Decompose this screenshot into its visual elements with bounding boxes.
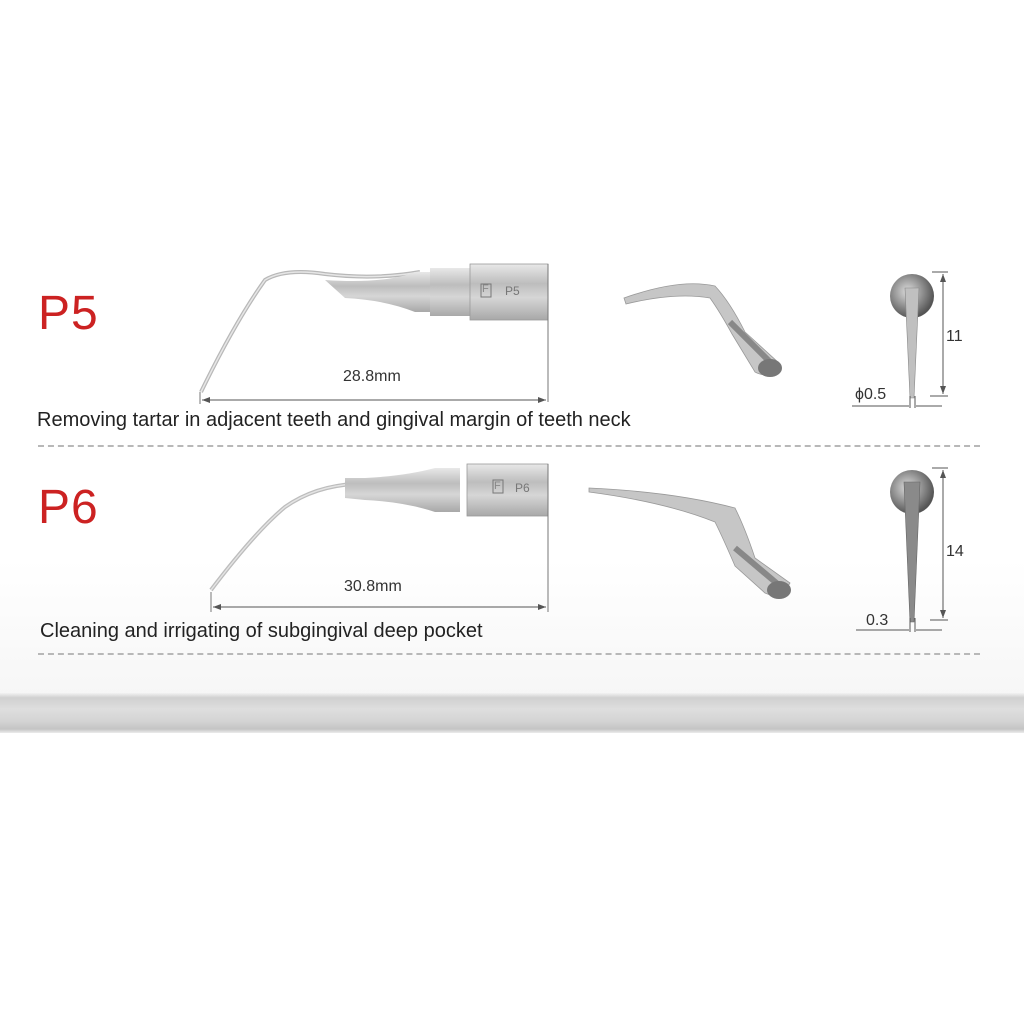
p6-tip-section-drawing (856, 467, 948, 632)
p5-description: Removing tartar in adjacent teeth and gi… (37, 409, 631, 431)
p5-tip-diameter: ϕ0.5 (855, 386, 887, 403)
p5-length-label: 28.8mm (343, 368, 401, 385)
p6-tip-diameter: 0.3 (866, 612, 889, 629)
p6-shank-marking: P6 (515, 481, 530, 495)
divider (38, 653, 980, 655)
p5-perspective-view-drawing (623, 283, 782, 377)
p5-shank-logo: F (482, 283, 489, 295)
p5-side-view-drawing (199, 263, 549, 404)
p6-perspective-view-drawing (588, 487, 791, 599)
model-label-p5: P5 (38, 287, 99, 340)
separator-bar (0, 693, 1024, 733)
p6-shank-logo: F (494, 480, 501, 492)
p6-tip-height: 14 (946, 543, 964, 560)
divider (38, 445, 980, 447)
p5-tip-section-drawing (852, 271, 948, 408)
p6-length-label: 30.8mm (344, 578, 402, 595)
p5-shank-marking: P5 (505, 284, 520, 298)
product-sheet (0, 0, 1024, 700)
p6-side-view-drawing (209, 463, 549, 612)
model-label-p6: P6 (38, 481, 99, 534)
p6-description: Cleaning and irrigating of subgingival d… (40, 620, 483, 642)
p5-tip-height: 11 (946, 328, 963, 345)
